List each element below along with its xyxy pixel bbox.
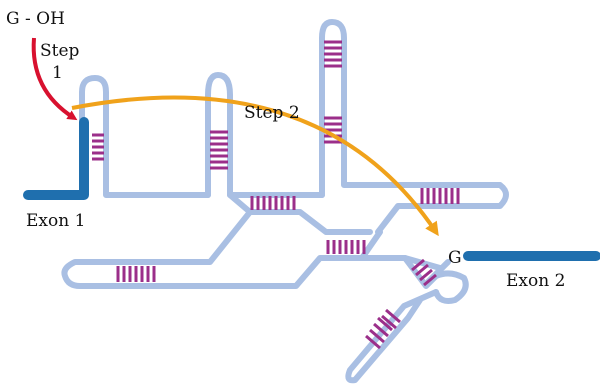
- base-pair-ladder-hairpin3-upper: [324, 40, 342, 68]
- exon-1: [23, 117, 89, 200]
- step1-label-line2: 1: [52, 63, 63, 83]
- base-pair-ladder-center-top: [250, 196, 296, 210]
- g-oh-label: G - OH: [6, 9, 65, 29]
- exon2-label: Exon 2: [506, 271, 565, 291]
- step2-label: Step 2: [244, 103, 300, 123]
- base-pairs: [92, 40, 460, 350]
- base-pair-ladder-bottom-hairpin: [365, 308, 401, 350]
- base-pair-ladder-center: [326, 240, 366, 254]
- base-pair-ladder-left-arm: [116, 266, 156, 282]
- exon1-label: Exon 1: [26, 211, 85, 231]
- intron-backbone: [61, 19, 509, 384]
- step1-arrow: [31, 37, 78, 121]
- step2-arrow: [71, 95, 439, 237]
- base-pair-ladder-hairpin2: [210, 130, 228, 170]
- base-pair-ladder-right-arm: [420, 188, 460, 204]
- base-pair-ladder-p1: [92, 133, 104, 161]
- step1-label-line1: Step: [40, 41, 80, 61]
- g-label: G: [448, 248, 462, 268]
- base-pair-ladder-junction: [411, 258, 437, 287]
